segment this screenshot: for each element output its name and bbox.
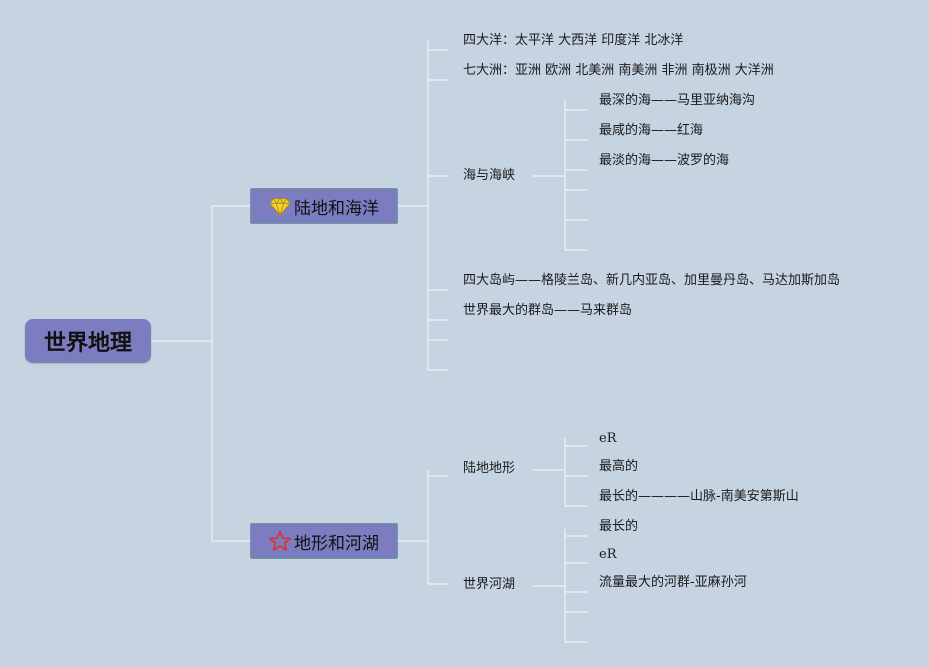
deepest-sea-node[interactable]: 最深的海——马里亚纳海沟 <box>599 93 756 108</box>
saltiest-sea-node[interactable]: 最咸的海——红海 <box>599 123 704 138</box>
branch-land-ocean[interactable]: 陆地和海洋 <box>250 188 398 224</box>
longest-river-node[interactable]: 最长的 <box>599 519 639 534</box>
highest-node[interactable]: 最高的 <box>599 459 639 474</box>
diamond-icon <box>269 197 291 217</box>
branch-label: 地形和河湖 <box>294 533 379 554</box>
river-item-2[interactable]: eR <box>599 547 617 562</box>
root-node[interactable]: 世界地理 <box>25 319 151 363</box>
landforms-node[interactable]: 陆地地形 <box>463 461 516 476</box>
continents-node[interactable]: 七大洲：亚洲 欧洲 北美洲 南美洲 非洲 南极洲 大洋洲 <box>463 63 774 78</box>
four-islands-node[interactable]: 四大岛屿——格陵兰岛、新几内亚岛、加里曼丹岛、马达加斯加岛 <box>463 273 841 288</box>
branch-label: 陆地和海洋 <box>294 198 379 219</box>
landform-item-1[interactable]: eR <box>599 431 617 446</box>
star-icon <box>269 530 291 551</box>
rivers-lakes-node[interactable]: 世界河湖 <box>463 577 516 592</box>
seas-straits-node[interactable]: 海与海峡 <box>463 168 516 183</box>
freshest-sea-node[interactable]: 最淡的海——波罗的海 <box>599 153 730 168</box>
largest-flow-river-node[interactable]: 流量最大的河群-亚麻孙河 <box>599 575 747 590</box>
branch-terrain-rivers[interactable]: 地形和河湖 <box>250 523 398 559</box>
oceans-node[interactable]: 四大洋：太平洋 大西洋 印度洋 北冰洋 <box>463 33 684 48</box>
longest-mountain-node[interactable]: 最长的————山脉-南美安第斯山 <box>599 489 799 504</box>
largest-archipelago-node[interactable]: 世界最大的群岛——马来群岛 <box>463 303 633 318</box>
